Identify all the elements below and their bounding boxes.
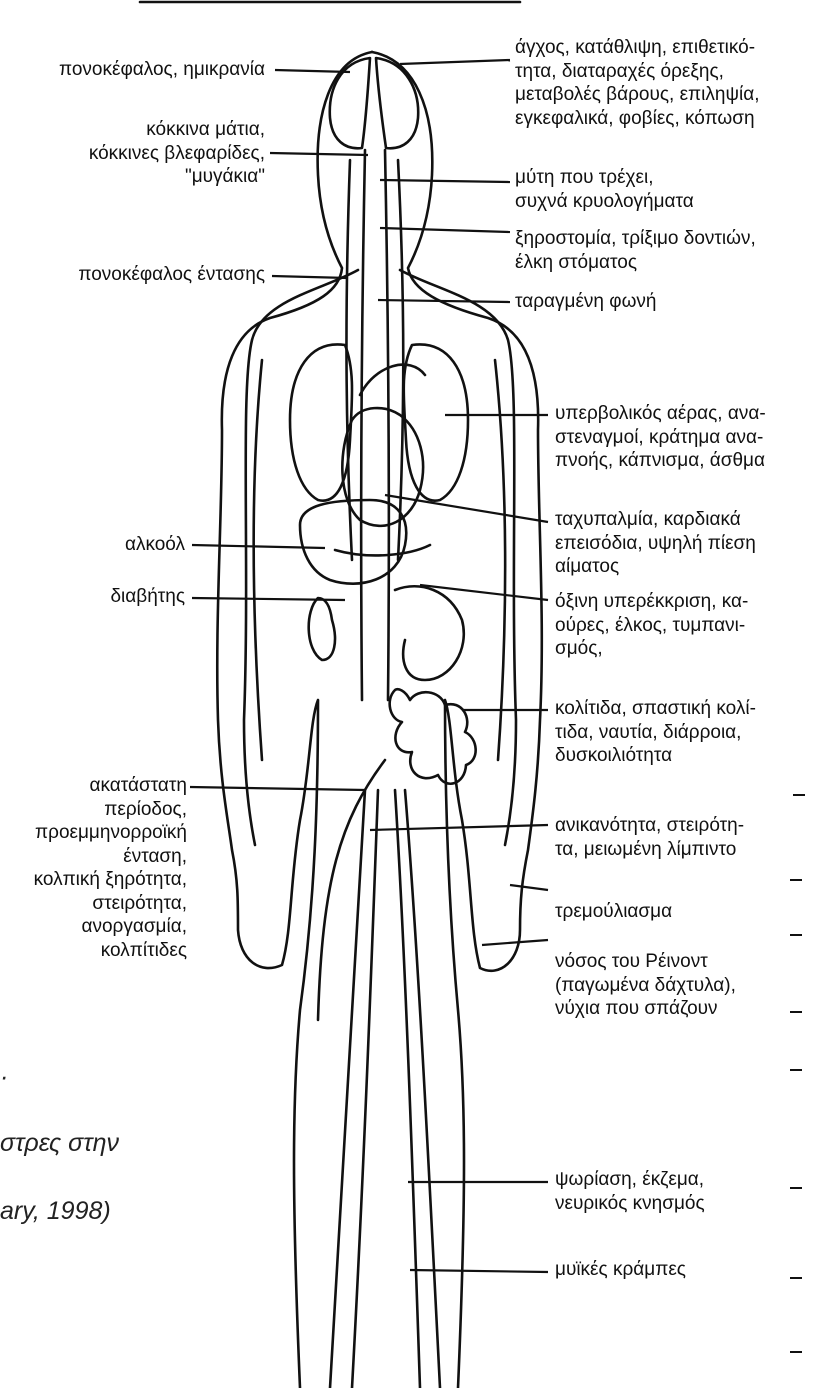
leader-lines bbox=[190, 60, 548, 1272]
spinal-cord-left bbox=[361, 150, 365, 700]
caption-fragment-2: στρες στην bbox=[0, 1128, 119, 1158]
label-colitis: κολίτιδα, σπαστική κολί- τιδα, ναυτία, δ… bbox=[555, 697, 756, 768]
label-raynaud: νόσος του Ρέινοντ (παγωμένα δάχτυλα), νύ… bbox=[555, 950, 736, 1021]
label-alcohol: αλκοόλ bbox=[125, 533, 185, 557]
label-headache-migraine: πονοκέφαλος, ημικρανία bbox=[59, 58, 265, 82]
leg-nerve-left-a bbox=[330, 790, 365, 1388]
aorta bbox=[360, 365, 425, 395]
brain-right bbox=[376, 58, 418, 148]
leg-nerve-left-b bbox=[352, 790, 378, 1388]
vagus-right bbox=[398, 160, 403, 560]
label-heart: ταχυπαλμία, καρδιακά επεισόδια, υψηλή πί… bbox=[555, 508, 756, 579]
label-red-eyes: κόκκινα μάτια, κόκκινες βλεφαρίδες, "μυγ… bbox=[89, 118, 265, 189]
label-breathing: υπερβολικός αέρας, ανα- στεναγμοί, κράτη… bbox=[555, 402, 766, 473]
heart bbox=[342, 408, 423, 526]
label-anxiety: άγχος, κατάθλιψη, επιθετικό- τητα, διατα… bbox=[515, 36, 759, 130]
intestines bbox=[390, 689, 476, 783]
arm-left bbox=[254, 360, 262, 760]
pancreas bbox=[335, 545, 430, 555]
caption-fragment-3: ary, 1998) bbox=[0, 1196, 111, 1226]
label-menstrual: ακατάστατη περίοδος, προεμμηνορροϊκή έντ… bbox=[34, 774, 187, 962]
label-dry-mouth: ξηροστομία, τρίξιμο δοντιών, έλκη στόματ… bbox=[515, 227, 756, 274]
spinal-cord-right bbox=[385, 150, 389, 700]
caption-fragment-1: · bbox=[0, 1062, 8, 1092]
kidney bbox=[309, 598, 335, 660]
label-tension-headache: πονοκέφαλος έντασης bbox=[78, 263, 265, 287]
label-voice: ταραγμένη φωνή bbox=[515, 290, 657, 314]
label-stomach: όξινη υπερέκκριση, κα- ούρες, έλκος, τυμ… bbox=[555, 590, 748, 661]
stomach bbox=[395, 586, 464, 680]
leg-nerve-right-a bbox=[395, 790, 420, 1388]
label-runny-nose: μύτη που τρέχει, συχνά κρυολογήματα bbox=[515, 166, 694, 213]
arm-right bbox=[495, 360, 505, 760]
margin-dashes bbox=[790, 795, 805, 1352]
label-psoriasis: ψωρίαση, έκζεμα, νευρικός κνησμός bbox=[555, 1168, 705, 1215]
label-cramps: μυϊκές κράμπες bbox=[555, 1258, 686, 1282]
label-diabetes: διαβήτης bbox=[110, 585, 185, 609]
label-impotence: ανικανότητα, στειρότη- τα, μειωμένη λίμπ… bbox=[555, 814, 744, 861]
lung-right bbox=[404, 344, 468, 500]
label-tremor: τρεμούλιασμα bbox=[555, 900, 672, 924]
